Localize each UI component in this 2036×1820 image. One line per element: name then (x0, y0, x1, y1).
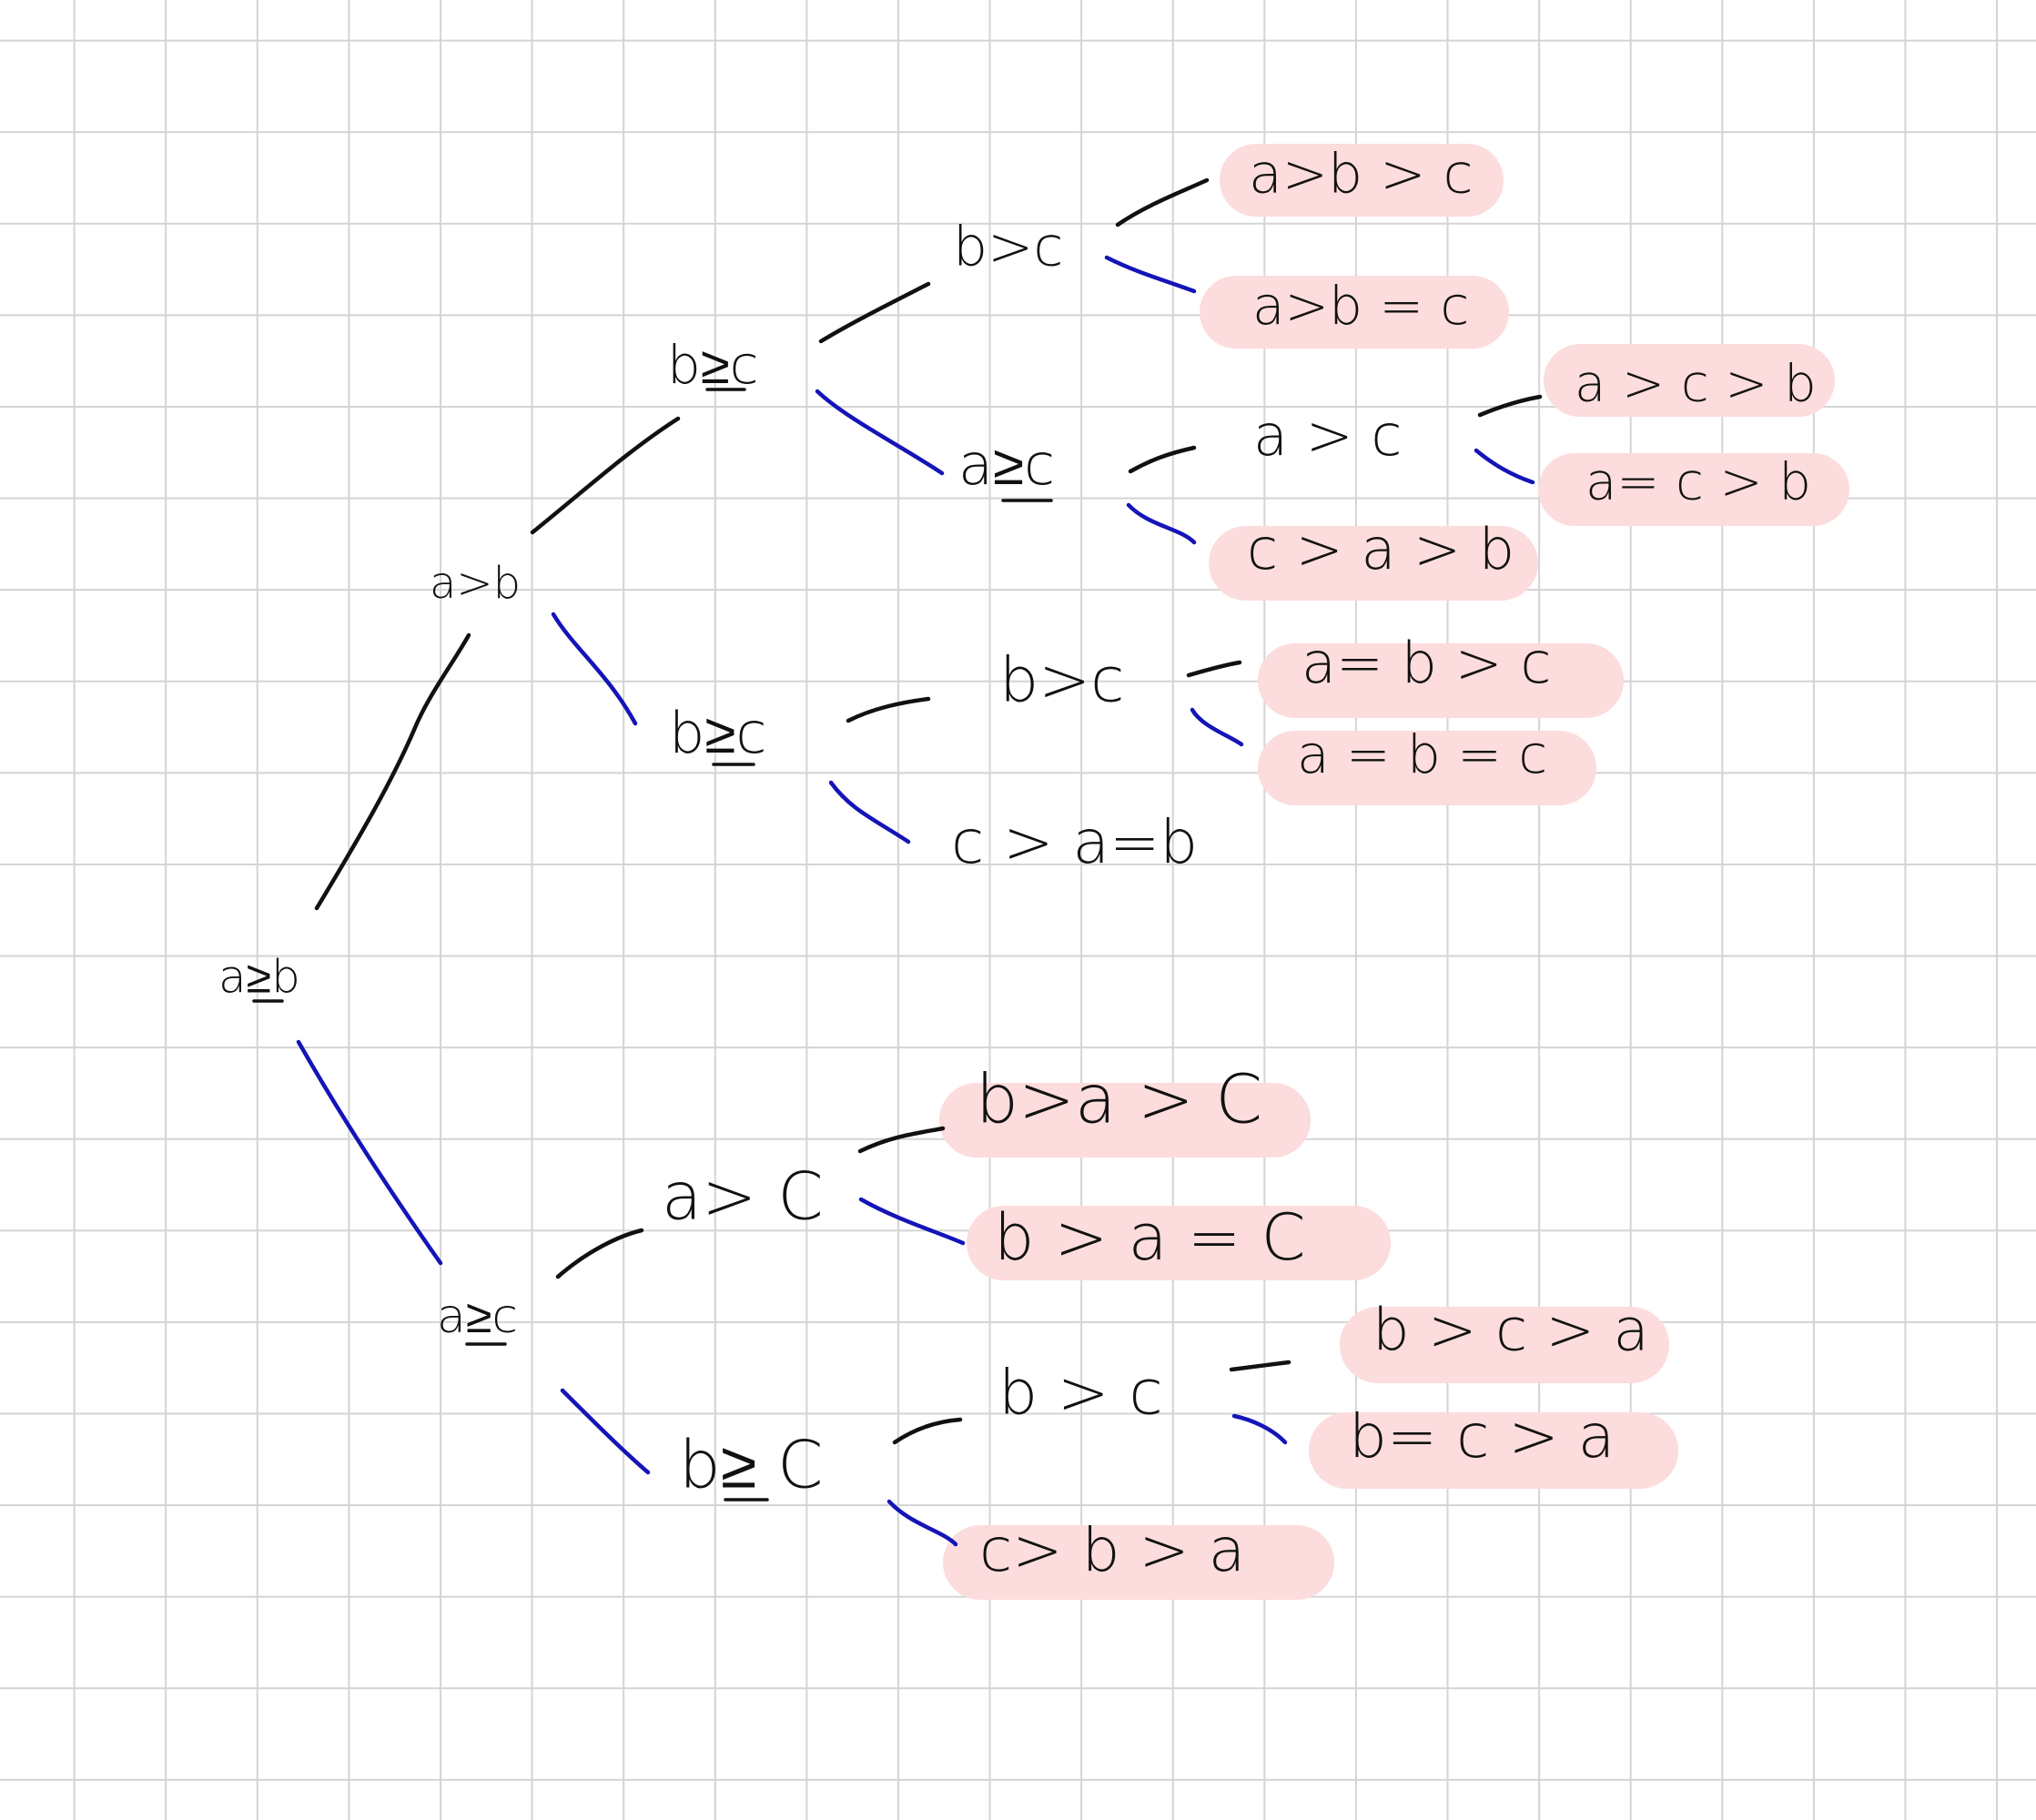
edge-b-gt-c-1-to-l2 (1104, 255, 1197, 294)
node-b-ge-c-3: b≥ C (679, 1427, 823, 1503)
node-a-ge-c-1: a≥c (958, 431, 1055, 498)
edge-b-ge-c-3-to-l13 (886, 1499, 958, 1547)
leaf-l13: c> b > a (979, 1515, 1245, 1585)
node-b-gt-c-2: b>c (999, 645, 1125, 717)
highlight-l7 (1258, 731, 1596, 805)
tree-branches (296, 177, 1543, 1547)
edge-b-ge-c-2-to-b-gt-c-2 (846, 696, 931, 723)
leaf-l11: b > c > a (1373, 1298, 1649, 1365)
node-b-ge-c-2: b≥c (669, 700, 766, 766)
edge-a-ge-c-2-to-b-ge-c-3 (560, 1388, 651, 1475)
highlight-l3 (1544, 344, 1835, 417)
edge-a-gt-c-2-to-l9 (857, 1126, 946, 1154)
edge-b-ge-c-1-to-b-gt-c-1 (818, 281, 931, 344)
leaf-l5: c > a > b (1247, 516, 1514, 582)
leaf-l8: c > a=b (951, 807, 1198, 877)
highlight-l12 (1309, 1412, 1678, 1489)
edge-a-gt-c-1-to-l3 (1477, 394, 1543, 418)
leaf-highlights (939, 144, 1849, 1600)
edge-root-to-a-ge-c (296, 1039, 443, 1266)
node-a-gt-c-1: a > c (1253, 402, 1402, 469)
leaf-l7: a = b = c (1297, 723, 1547, 785)
leaf-l4: a= c > b (1585, 452, 1811, 511)
highlight-l10 (967, 1206, 1391, 1280)
leaf-l12: b= c > a (1349, 1401, 1615, 1471)
edge-a-ge-c-1-to-a-gt-c-1 (1128, 445, 1197, 474)
highlight-l11 (1340, 1307, 1669, 1383)
highlight-l9 (939, 1083, 1311, 1158)
edge-a-ge-c-1-to-l5 (1126, 502, 1197, 545)
edge-b-gt-c-2-to-l7 (1190, 707, 1244, 747)
leaf-l6: a= b > c (1302, 630, 1551, 696)
tree-nodes: a≥b a>b b≥c b>c a≥c a > c b≥c b>c a≥c a>… (218, 216, 1402, 1503)
edge-a-gt-c-2-to-l10 (858, 1197, 966, 1246)
node-a-gt-b: a>b (430, 558, 521, 609)
edge-b-gt-c-1-to-l1 (1115, 177, 1210, 228)
highlight-l5 (1209, 526, 1538, 601)
node-b-gt-c-3: b > c (998, 1358, 1163, 1430)
edge-b-ge-c-1-to-a-ge-c-1 (815, 389, 945, 476)
tree-leaves: a>b > c a>b = c a > c > b a= c > b c > a… (951, 143, 1817, 1586)
node-root: a≥b (218, 951, 300, 1004)
leaf-l2: a>b = c (1252, 275, 1469, 337)
edge-b-gt-c-3-to-l11 (1229, 1360, 1291, 1372)
leaf-l1: a>b > c (1249, 143, 1474, 207)
edge-a-gt-c-1-to-l4 (1474, 448, 1535, 485)
highlight-l1 (1220, 144, 1504, 217)
leaf-l10: b > a = C (994, 1200, 1306, 1275)
node-a-ge-c-2: a≥c (437, 1289, 518, 1344)
highlight-l4 (1538, 453, 1849, 526)
edge-b-ge-c-2-to-l8 (828, 780, 911, 844)
edge-a-gt-b-to-b-ge-c-2 (551, 612, 638, 726)
ge-underlines (252, 388, 1053, 1502)
highlight-l2 (1200, 276, 1509, 349)
leaf-l9: b>a > C (976, 1061, 1262, 1139)
edge-root-to-a-gt-b (314, 632, 471, 911)
node-b-ge-c-1: b≥c (667, 334, 759, 396)
edge-b-ge-c-3-to-b-gt-c-3 (892, 1417, 963, 1445)
highlight-l13 (943, 1525, 1334, 1600)
edge-a-gt-b-to-b-ge-c-1 (530, 416, 681, 535)
node-b-gt-c-1: b>c (953, 216, 1063, 279)
leaf-l3: a > c > b (1575, 354, 1817, 413)
edge-b-gt-c-3-to-l12 (1231, 1413, 1288, 1445)
edge-b-gt-c-2-to-l6 (1186, 660, 1242, 678)
highlight-l6 (1258, 643, 1624, 718)
edge-a-ge-c-2-to-a-gt-c-2 (555, 1228, 644, 1279)
node-a-gt-c-2: a> C (662, 1158, 824, 1235)
